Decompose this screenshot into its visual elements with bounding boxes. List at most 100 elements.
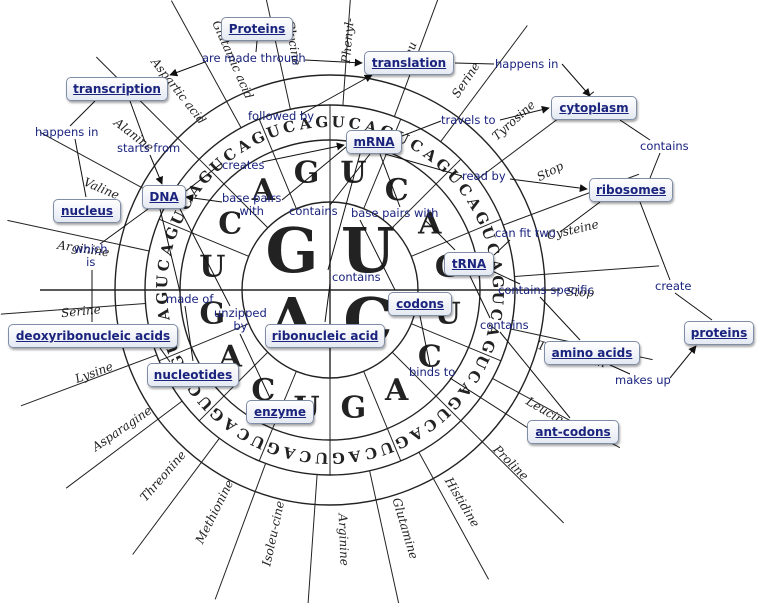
wheel-outer-letter: A xyxy=(483,322,504,339)
link-line xyxy=(649,152,661,179)
link-label-can-fit-two: can fit two xyxy=(495,226,556,240)
link-line xyxy=(674,292,713,321)
link-label-base-pairs-with: base pairs with xyxy=(351,206,439,220)
link-line xyxy=(159,347,171,363)
concept-ribosomes[interactable]: ribosomes xyxy=(589,178,673,202)
wheel-amino-acid: Stop xyxy=(566,285,595,300)
concept-ant-codons[interactable]: ant-codons xyxy=(527,420,619,444)
link-label-base-pairs-with: base pairs with xyxy=(222,191,282,218)
link-label-travels-to: travels to xyxy=(441,113,496,127)
wheel-center-letter: G xyxy=(266,214,319,287)
link-label-unzipped-by: unzipped by xyxy=(214,306,267,333)
link-label-contains-specific: contains specific xyxy=(498,283,594,297)
wheel-outer-letter: C xyxy=(347,114,362,134)
wheel-outer-letter: U xyxy=(477,224,498,242)
link-line xyxy=(669,345,697,379)
wheel-spoke xyxy=(132,437,220,555)
wheel-outer-letter: G xyxy=(315,113,329,132)
wheel-spoke xyxy=(440,25,528,143)
concept-dna[interactable]: DNA xyxy=(142,185,186,209)
concept-amino-acids[interactable]: amino acids xyxy=(544,341,640,365)
link-label-happens-in: happens in xyxy=(495,57,559,71)
wheel-amino-acid: Serine xyxy=(60,302,101,320)
link-label-binds-to: binds to xyxy=(409,365,456,379)
link-line xyxy=(499,105,550,121)
link-line xyxy=(449,377,529,429)
link-line xyxy=(359,219,396,291)
wheel-middle-letter: G xyxy=(199,296,225,331)
link-label-contains: contains xyxy=(289,204,338,218)
link-line xyxy=(69,100,96,127)
link-line xyxy=(561,63,591,97)
link-line xyxy=(454,62,495,65)
link-line xyxy=(619,119,651,141)
wheel-divider xyxy=(391,158,462,229)
wheel-amino-acid: Arginine xyxy=(336,512,352,566)
concept-transcription[interactable]: transcription xyxy=(66,77,168,101)
link-label-creates: creates xyxy=(222,158,265,172)
wheel-middle-letter: C xyxy=(418,340,442,375)
link-line xyxy=(179,208,231,307)
concept-deoxyribonucleic-acids[interactable]: deoxyribonucleic acids xyxy=(8,324,178,348)
concept-mrna[interactable]: mRNA xyxy=(346,130,402,154)
wheel-outer-letter: C xyxy=(363,443,379,463)
link-line xyxy=(419,315,431,367)
link-label-made-of: made of xyxy=(166,292,214,306)
link-line xyxy=(281,146,347,201)
concept-trna[interactable]: tRNA xyxy=(444,252,494,276)
concept-nucleotides[interactable]: nucleotides xyxy=(147,363,239,387)
wheel-outer-letter: G xyxy=(331,448,345,467)
wheel-spoke xyxy=(95,56,200,160)
link-line xyxy=(559,201,601,233)
link-line xyxy=(149,154,163,185)
wheel-middle-letter: C xyxy=(218,206,242,241)
wheel-outer-letter: U xyxy=(264,121,282,142)
link-line xyxy=(509,178,588,193)
wheel-outer-letter: C xyxy=(486,307,506,322)
wheel-divider xyxy=(411,218,502,257)
concept-translation[interactable]: translation xyxy=(364,51,454,75)
link-line xyxy=(384,153,463,177)
concept-cytoplasm[interactable]: cytoplasm xyxy=(551,96,637,120)
link-label-contains: contains xyxy=(332,270,381,284)
wheel-outer-letter: G xyxy=(478,338,499,356)
wheel-outer-letter: A xyxy=(157,241,178,258)
wheel-outer-letter: A xyxy=(154,307,174,323)
concept-enzyme[interactable]: enzyme xyxy=(246,400,314,424)
wheel-outer-letter: A xyxy=(297,114,313,134)
link-label-happens-in: happens in xyxy=(35,125,99,139)
link-line xyxy=(185,194,223,203)
link-line xyxy=(499,331,571,419)
wheel-middle-letter: A xyxy=(384,373,409,408)
wheel-middle-letter: C xyxy=(251,373,275,408)
wheel-spoke xyxy=(20,354,157,407)
link-line xyxy=(609,364,631,375)
concept-proteins-top[interactable]: Proteins xyxy=(221,17,293,41)
link-line xyxy=(327,153,361,271)
wheel-spoke xyxy=(307,474,318,603)
link-line xyxy=(159,208,181,293)
wheel-outer-letter: C xyxy=(298,446,313,466)
concept-ribonucleic-acid[interactable]: ribonucleic acid xyxy=(265,324,385,348)
link-line xyxy=(74,138,87,198)
concept-proteins-right[interactable]: proteins xyxy=(684,321,754,345)
wheel-divider xyxy=(158,218,249,257)
wheel-middle-letter: A xyxy=(251,173,276,208)
concept-nucleus[interactable]: nucleus xyxy=(53,199,121,223)
link-line xyxy=(255,40,258,53)
link-label-which-is: which is xyxy=(74,242,108,269)
wheel-spoke xyxy=(170,0,242,129)
wheel-middle-letter: A xyxy=(417,206,442,241)
wheel-outer-letter: A xyxy=(281,443,298,464)
link-line xyxy=(539,296,581,341)
link-line xyxy=(424,219,456,251)
wheel-divider xyxy=(363,371,402,462)
link-line xyxy=(261,142,345,163)
link-label-starts-from: starts from xyxy=(117,141,181,155)
wheel-outer-letter: C xyxy=(281,117,297,137)
concept-codons[interactable]: codons xyxy=(388,292,452,316)
link-label-makes-up: makes up xyxy=(615,373,671,387)
link-label-contains: contains xyxy=(640,139,689,153)
link-line xyxy=(379,153,401,208)
wheel-outer-letter: G xyxy=(264,438,282,459)
